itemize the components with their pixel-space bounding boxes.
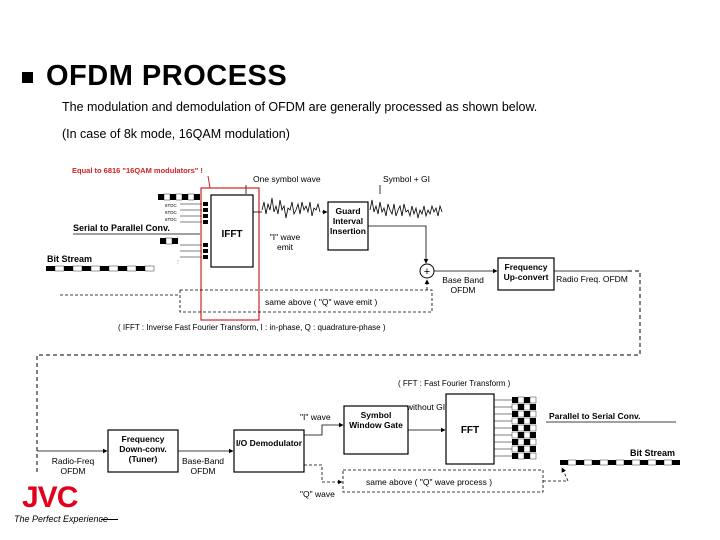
i-wave-emit-label: "I" wave emit [269, 232, 301, 252]
demod-fo: I/O Demodulator [235, 438, 303, 448]
equal-pointer-line [207, 175, 211, 189]
bit-stream-output-label: Bit Stream [630, 448, 675, 458]
tagline-rule [101, 519, 118, 520]
guard-interval-fo: Guard Interval Insertion [330, 206, 366, 236]
jvc-logo-text: JVC [22, 481, 78, 511]
modulator-highlight-box [200, 187, 260, 321]
q-emit-dashed-box [179, 289, 433, 313]
same-above-q-emit-label: same above ( "Q" wave emit ) [265, 297, 377, 307]
ifft-output-waveform [261, 197, 321, 219]
subtitle-description: The modulation and demodulation of OFDM … [62, 100, 538, 114]
gate-fo: Symbol Window Gate [349, 410, 403, 430]
i-wave-emit-fo: "I" wave emit [269, 232, 301, 252]
without-gi-fo: without GI [406, 402, 446, 412]
fft-label: FFT [461, 425, 479, 436]
ifft-block [210, 194, 254, 268]
upconvert-fo: Frequency Up-convert [503, 262, 549, 282]
brand-tagline: The Perfect Experience [14, 514, 109, 524]
q-wave-label: "Q" wave [300, 489, 335, 499]
guard-interval-block [327, 201, 369, 251]
carrier-inputs: 6ТОС 6ТОС 6ТОС ⋮ ⋮ [158, 193, 208, 264]
baseband-ofdm-label: Base Band OFDM [442, 275, 484, 295]
serial-to-parallel-label: Serial to Parallel Conv. [73, 223, 170, 233]
parallel-to-serial-label: Parallel to Serial Conv. [549, 411, 641, 421]
without-gi-label: without GI [406, 402, 446, 412]
jvc-logo: JVC [22, 481, 79, 511]
radio-freq-fo: Radio Freq. OFDM [556, 274, 628, 284]
page-title: OFDM PROCESS [46, 60, 288, 92]
carrier-label-2: 6ТОС [165, 210, 178, 215]
bit-stream-input-checker [46, 265, 155, 272]
ofdm-process-diagram: Equal to 6816 "16QAM modulators" ! One s… [36, 166, 680, 499]
io-demodulator-label: I/O Demodulator [235, 438, 303, 448]
gi-output-waveform [369, 199, 443, 219]
carrier-dots-upper: ⋮ [176, 235, 180, 240]
symbol-window-gate-label: Symbol Window Gate [349, 410, 403, 430]
subtitle-mode: (In case of 8k mode, 16QAM modulation) [62, 127, 290, 141]
fft-output-lines [494, 399, 512, 457]
one-symbol-wave-label: One symbol wave [253, 174, 321, 184]
serial-parallel-checker [160, 237, 178, 245]
carrier-dots-lower: ⋮ [176, 259, 180, 264]
frequency-upconvert-label: Frequency Up-convert [503, 262, 549, 282]
checker-strip-top [158, 193, 200, 201]
radio-freq-ofdm-label: Radio Freq. OFDM [556, 274, 628, 284]
adder-plus: + [424, 266, 430, 278]
baseband-ofdm-fo: Base Band OFDM [442, 275, 484, 295]
gi-to-adder-line [368, 225, 429, 264]
carrier-label-1: 6ТОС [165, 203, 178, 208]
ifft-footnote: ( IFFT : Inverse Fast Fourier Transform,… [118, 323, 386, 332]
symbol-gi-label: Symbol + GI [383, 174, 430, 184]
downconv-fo: Frequency Down-conv. (Tuner) [119, 434, 167, 464]
q-merge-arrow [561, 467, 569, 482]
baseband-ofdm-rx-label: Base-Band OFDM [181, 456, 225, 476]
radio-freq-ofdm-rx-label: Radio-Freq OFDM [51, 456, 95, 476]
symbol-window-gate-block [343, 405, 409, 455]
frequency-downconv-block [107, 429, 179, 473]
fft-output-checker [511, 396, 537, 460]
ifft-label: IFFT [221, 229, 242, 240]
frequency-downconv-label: Frequency Down-conv. (Tuner) [119, 434, 167, 464]
equal-modulators-label: Equal to 6816 "16QAM modulators" ! [72, 166, 203, 175]
fft-block [445, 393, 495, 465]
baseband-rx-fo: Base-Band OFDM [181, 456, 225, 476]
demod-to-gate-line [304, 422, 344, 436]
demod-to-q-process [304, 464, 343, 485]
i-wave-label: "I" wave [300, 412, 331, 422]
guard-interval-label: Guard Interval Insertion [330, 206, 366, 236]
carrier-label-3: 6ТОС [165, 217, 178, 222]
radio-freq-rx-fo: Radio-Freq OFDM [51, 456, 95, 476]
fft-footnote: ( FFT : Fast Fourier Transform ) [398, 379, 511, 388]
io-demodulator-block [233, 429, 305, 473]
same-above-q-process-label: same above ( "Q" wave process ) [366, 477, 492, 487]
title-bullet [22, 72, 33, 83]
bit-stream-output-checker [560, 459, 680, 466]
frequency-upconvert-block [497, 257, 555, 291]
channel-return-path [36, 270, 641, 473]
bit-stream-input-label: Bit Stream [47, 254, 92, 264]
